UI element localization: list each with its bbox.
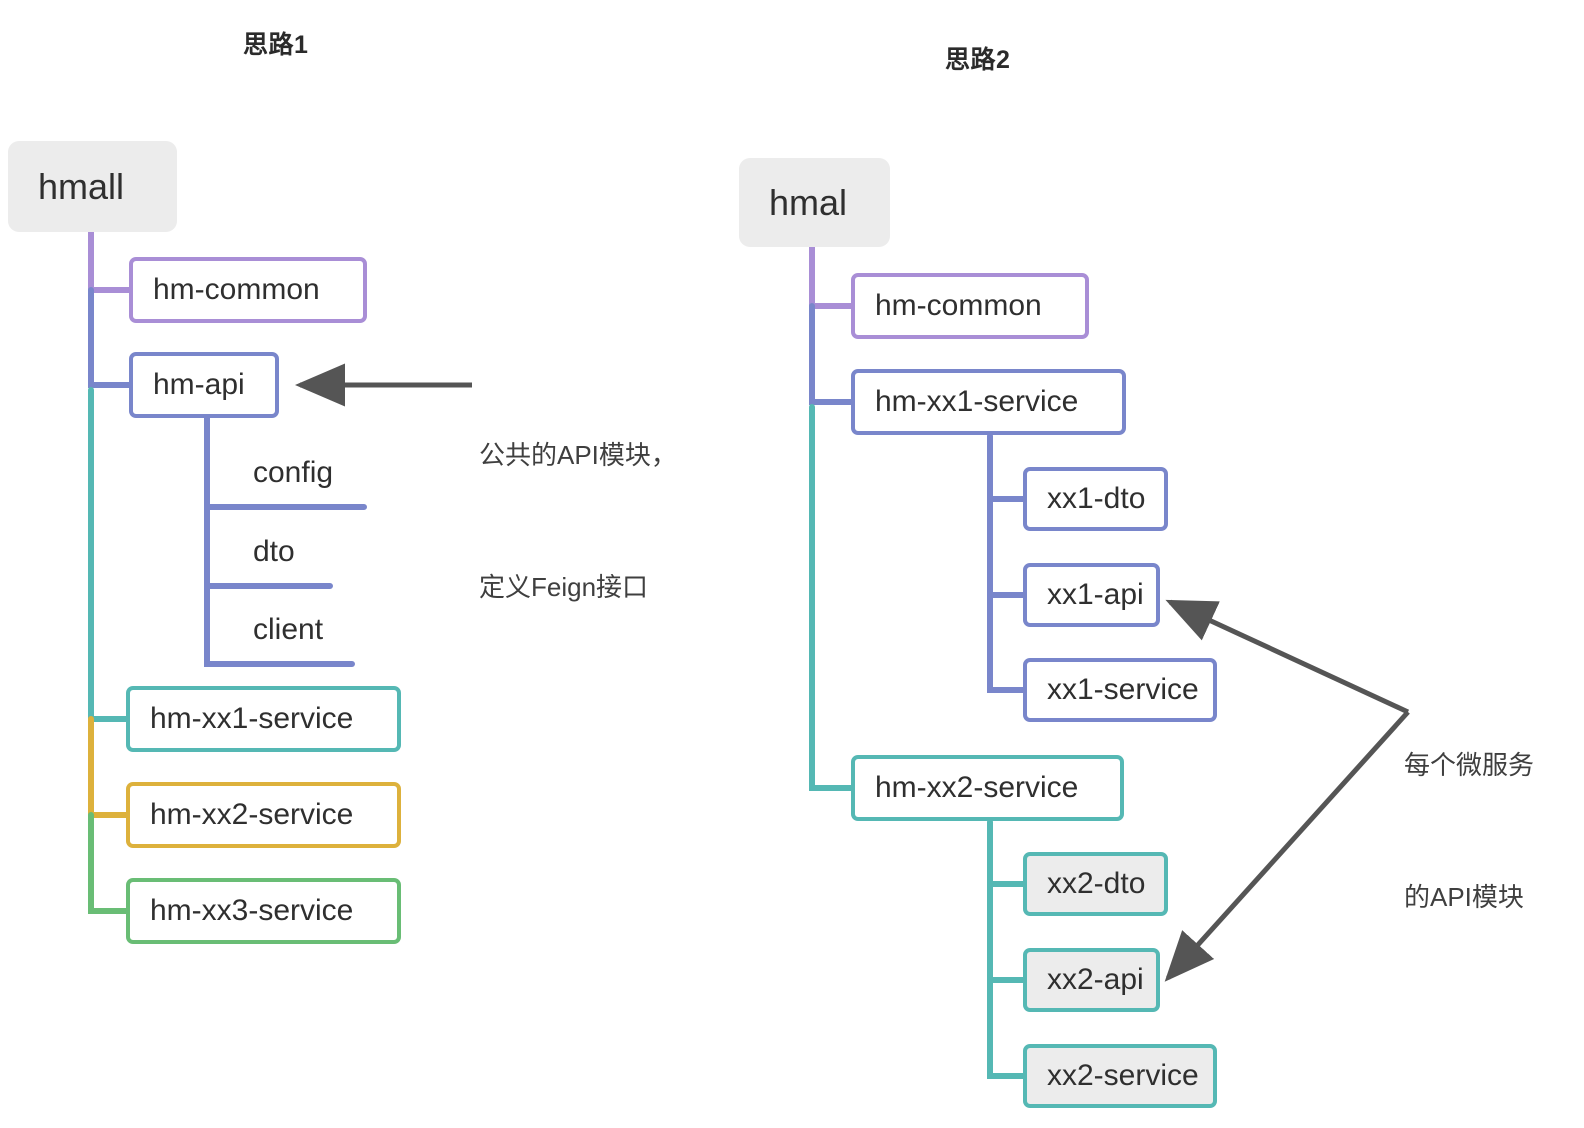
node-right-xx1-service[interactable]: xx1-service (1023, 658, 1217, 722)
left-diagram-title: 思路1 (243, 31, 309, 59)
node-left-hm-common[interactable]: hm-common (129, 257, 367, 323)
node-left-hm-api[interactable]: hm-api (129, 352, 279, 418)
right-diagram-title: 思路2 (945, 46, 1011, 74)
annotation-left-line2: 定义Feign接口 (479, 572, 649, 602)
node-right-xx2-api[interactable]: xx2-api (1023, 948, 1160, 1012)
node-right-hm-xx2-service[interactable]: hm-xx2-service (851, 755, 1124, 821)
node-left-dto[interactable]: dto (253, 535, 295, 568)
node-right-root[interactable]: hmal (739, 158, 890, 247)
node-right-xx2-dto[interactable]: xx2-dto (1023, 852, 1168, 916)
wire-left-root-to-hm-xx2 (88, 716, 132, 818)
node-right-hm-common[interactable]: hm-common (851, 273, 1089, 339)
wire-right-root-to-hm-xx1 (809, 303, 854, 405)
wire-xx2-to-api (987, 881, 1026, 983)
node-left-hm-xx1-service[interactable]: hm-xx1-service (126, 686, 401, 752)
annotation-right-line1: 每个微服务 (1404, 750, 1535, 780)
annotation-right: 每个微服务 的API模块 (1404, 655, 1534, 1007)
node-right-xx2-service[interactable]: xx2-service (1023, 1044, 1217, 1108)
wire-left-root-to-hm-common (88, 227, 132, 293)
wire-left-root-to-hm-xx3 (88, 812, 132, 914)
wire-xx1-to-dto (987, 433, 1026, 502)
node-left-config[interactable]: config (253, 456, 334, 489)
annotation-left-line1: 公共的API模块， (479, 440, 677, 470)
node-left-client[interactable]: client (253, 613, 324, 646)
wire-xx2-to-service (987, 977, 1026, 1079)
node-left-hm-xx2-service[interactable]: hm-xx2-service (126, 782, 401, 848)
annotation-left: 公共的API模块， 定义Feign接口 (479, 345, 677, 697)
wire-right-root-to-hm-xx2 (809, 404, 854, 791)
node-right-xx1-dto[interactable]: xx1-dto (1023, 467, 1168, 531)
wire-left-root-to-hm-xx1 (88, 387, 132, 722)
arrow-right-annotation-to-xx2-api (1164, 710, 1410, 982)
wire-left-root-to-hm-api (88, 287, 132, 388)
wire-right-root-to-hm-common (809, 244, 854, 309)
wire-xx1-to-api (987, 496, 1026, 598)
node-left-root[interactable]: hmall (8, 141, 177, 232)
wire-xx1-to-service (987, 592, 1026, 693)
wire-xx2-to-dto (987, 819, 1026, 887)
annotation-right-line2: 的API模块 (1404, 882, 1524, 912)
node-right-hm-xx1-service[interactable]: hm-xx1-service (851, 369, 1126, 435)
node-right-xx1-api[interactable]: xx1-api (1023, 563, 1160, 627)
node-left-hm-xx3-service[interactable]: hm-xx3-service (126, 878, 401, 944)
